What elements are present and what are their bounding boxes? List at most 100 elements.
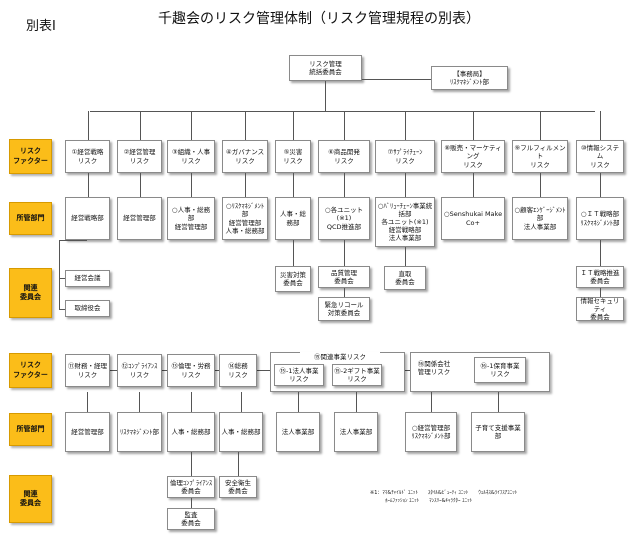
connector — [162, 370, 167, 371]
committee-box: 情報セキュリティ 委員会 — [576, 297, 624, 321]
category-department: 所管部門 — [9, 202, 52, 235]
connector — [540, 111, 541, 140]
group-title: ⑮関連事業リスク — [300, 352, 380, 362]
connector — [139, 111, 141, 140]
risk-box: ⑥商品開発 リスク — [318, 140, 370, 173]
connector — [257, 370, 270, 371]
risk-box: ⑧販売・マーケティング リスク — [441, 140, 505, 173]
department-box: ○経営管理部 ﾘｽｸﾏﾈｼﾞﾒﾝﾄ部 — [405, 412, 457, 452]
connector — [600, 111, 601, 140]
connector — [473, 173, 474, 197]
connector — [405, 173, 406, 197]
category-committee-lower: 関連 委員会 — [9, 475, 52, 523]
connector — [59, 278, 60, 309]
secretariat-box: 【事務局】 ﾘｽｸﾏﾈｼﾞﾒﾝﾄ部 — [431, 66, 508, 90]
connector — [110, 370, 117, 371]
connector — [238, 452, 239, 476]
department-box: 人事・総務部 — [219, 412, 263, 452]
department-box: ○Senshukai Make Co+ — [441, 197, 505, 240]
connector — [191, 173, 192, 197]
risk-box: ⑫ｺﾝﾌﾟﾗｲｱﾝｽ リスク — [117, 354, 162, 387]
risk-box: ①経営戦略 リスク — [65, 140, 110, 173]
risk-box: ⑯-1保育事業 リスク — [474, 357, 526, 383]
connector — [245, 173, 246, 197]
connector — [87, 111, 89, 140]
connector — [139, 173, 141, 197]
risk-box: ④ガバナンス リスク — [222, 140, 268, 173]
connector — [215, 370, 219, 371]
risk-box: ⑬倫理・労務 リスク — [167, 354, 215, 387]
group-title: ⑯関係会社 管理リスク — [412, 356, 456, 380]
connector — [405, 247, 406, 266]
committee-box: 経営会議 — [65, 270, 110, 287]
risk-box: ②経営管理 リスク — [117, 140, 162, 173]
connector — [405, 370, 410, 371]
connector — [59, 240, 87, 241]
department-box: ○人事・総務部 経営管理部 — [167, 197, 215, 240]
department-box: 子育て支援事業部 — [471, 412, 525, 452]
risk-box: ⑪財務・経理 リスク — [65, 354, 110, 387]
department-box: 経営戦略部 — [65, 197, 110, 240]
department-box: ○顧客ｴﾝｹﾞｰｼﾞﾒﾝﾄ部 法人事業部 — [512, 197, 568, 240]
department-box: 人事・総務部 — [167, 412, 215, 452]
committee-box: 取締役会 — [65, 300, 110, 317]
connector — [59, 278, 65, 279]
page-title: 千趣会のリスク管理体制（リスク管理規程の別表） — [158, 11, 480, 27]
connector — [344, 288, 345, 297]
committee-box: 災害対策 委員会 — [275, 266, 311, 292]
connector — [87, 392, 88, 412]
connector — [344, 240, 345, 266]
risk-box: ⑩情報システム リスク — [576, 140, 624, 173]
category-risk-factor: リスク ファクター — [9, 139, 52, 174]
connector — [293, 111, 294, 140]
department-box: ﾘｽｸﾏﾈｼﾞﾒﾝﾄ部 — [117, 412, 162, 452]
department-box: 経営管理部 — [65, 412, 110, 452]
unit-footnote: ※1：ﾏﾏ&ﾁｬｲﾙﾄﾞ ﾕﾆｯﾄ ｽﾀｲﾙ&ﾋﾞｭｰﾃｨ ﾕﾆｯﾄ ｳｪﾙﾈｽ… — [370, 490, 518, 504]
department-box: ○ﾊﾞﾘｭｰﾁｪｰﾝ事業統括部 各ユニット(※1) 経営戦略部 法人事業部 — [375, 197, 435, 247]
connector — [362, 79, 431, 80]
risk-box: ⑮-1法人事業 リスク — [274, 364, 324, 386]
connector — [191, 452, 192, 476]
committee-box: 緊急リコール 対策委員会 — [318, 297, 370, 321]
risk-box: ⑨フルフィルメント リスク — [512, 140, 568, 173]
committee-box: 安全衛生 委員会 — [219, 476, 257, 498]
connector — [540, 173, 541, 197]
risk-box: ⑮-2ギフト事業 リスク — [332, 364, 382, 386]
connector — [325, 81, 326, 111]
connector — [298, 392, 299, 412]
connector — [59, 309, 65, 310]
connector — [344, 173, 345, 197]
connector — [245, 111, 246, 140]
connector — [191, 111, 192, 140]
department-box: 法人事業部 — [334, 412, 378, 452]
department-box: 法人事業部 — [276, 412, 320, 452]
connector — [344, 111, 345, 140]
committee-box: 監査 委員会 — [167, 508, 215, 530]
committee-box: 直取 委員会 — [384, 266, 426, 290]
department-box: 人事・総務部 — [275, 197, 311, 240]
committee-box: 倫理ｺﾝﾌﾟﾗｲｱﾝｽ 委員会 — [167, 476, 215, 498]
connector — [293, 240, 294, 266]
connector — [59, 240, 60, 278]
risk-management-committee-box: リスク管理 統括委員会 — [289, 55, 362, 81]
category-risk-factor-lower: リスク ファクター — [9, 353, 52, 388]
upper-trunk-line — [90, 111, 595, 112]
risk-box: ⑭総務 リスク — [219, 354, 257, 387]
category-department-lower: 所管部門 — [9, 413, 52, 446]
department-box: ○ﾘｽｸﾏﾈｼﾞﾒﾝﾄ部 経営管理部 人事・総務部 — [222, 197, 268, 240]
connector — [600, 173, 601, 197]
connector — [600, 288, 601, 297]
connector — [600, 240, 601, 266]
connector — [431, 392, 432, 412]
category-committee: 関連 委員会 — [9, 268, 52, 318]
department-box: 経営管理部 — [117, 197, 162, 240]
connector — [356, 392, 357, 412]
connector — [191, 498, 192, 508]
connector — [498, 392, 499, 412]
connector — [191, 392, 192, 412]
appendix-label: 別表Ⅰ — [26, 19, 56, 34]
connector — [87, 173, 89, 197]
connector — [241, 392, 242, 412]
department-box: ○各ユニット(※1) QCD推進部 — [318, 197, 370, 240]
department-box: ○ＩＴ戦略部 ﾘｽｸﾏﾈｼﾞﾒﾝﾄ部 — [576, 197, 624, 240]
